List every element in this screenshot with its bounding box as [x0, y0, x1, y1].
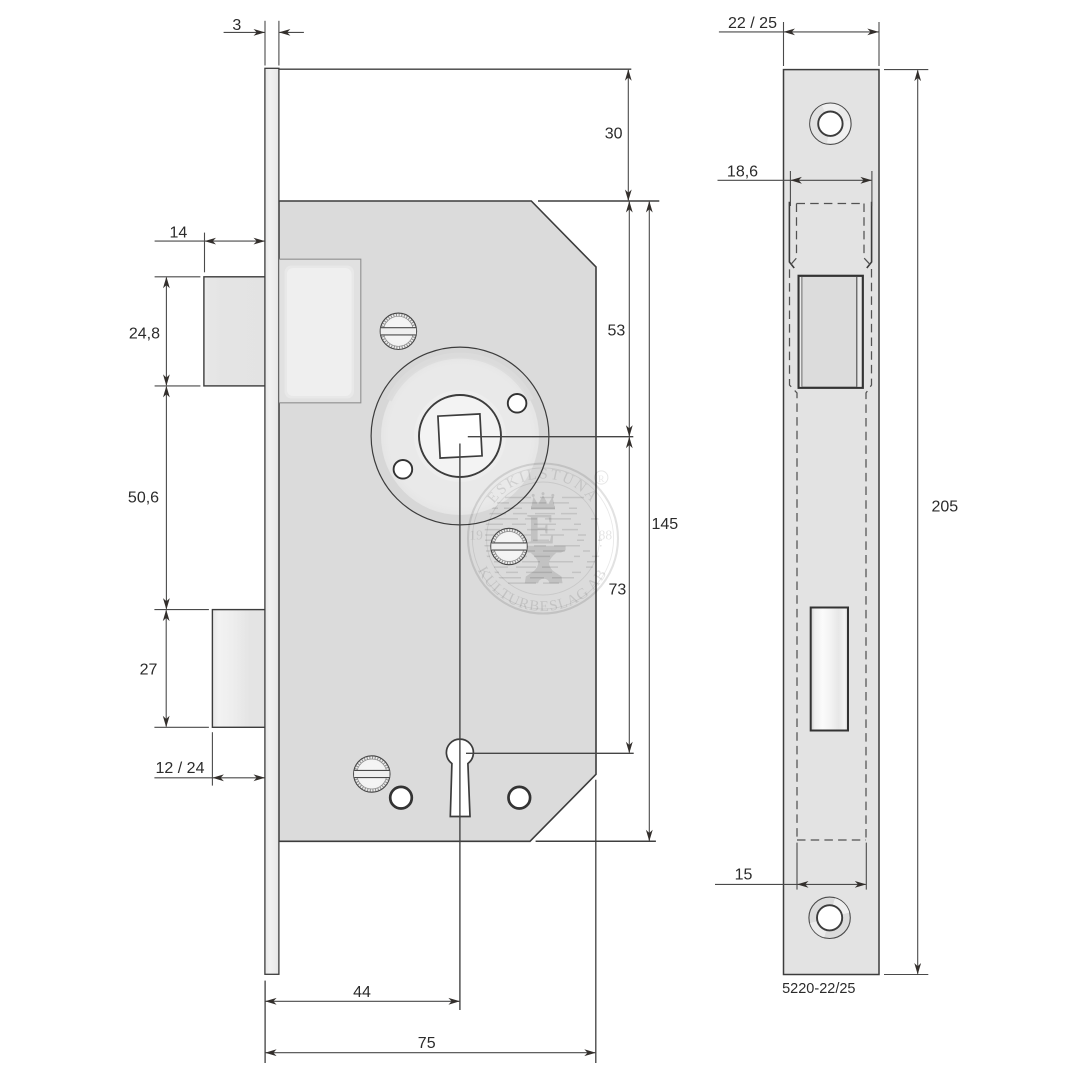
svg-text:53: 53 [608, 323, 626, 340]
svg-text:75: 75 [418, 1035, 436, 1052]
svg-text:205: 205 [932, 499, 959, 516]
svg-text:30: 30 [605, 126, 623, 143]
svg-text:73: 73 [609, 582, 627, 599]
svg-text:27: 27 [140, 662, 158, 679]
svg-text:18,6: 18,6 [727, 164, 758, 181]
svg-text:50,6: 50,6 [128, 490, 159, 507]
svg-text:145: 145 [652, 516, 679, 533]
svg-text:88: 88 [599, 528, 613, 543]
svg-text:E: E [527, 507, 556, 554]
svg-text:R: R [598, 475, 605, 485]
svg-text:5220-22/25: 5220-22/25 [782, 981, 855, 997]
svg-text:19: 19 [469, 528, 483, 543]
svg-text:12 / 24: 12 / 24 [156, 760, 205, 777]
svg-text:14: 14 [170, 225, 188, 242]
svg-text:44: 44 [353, 984, 371, 1001]
svg-text:22 / 25: 22 / 25 [728, 15, 777, 32]
svg-text:3: 3 [232, 17, 241, 34]
svg-text:24,8: 24,8 [129, 326, 160, 343]
svg-text:15: 15 [735, 867, 753, 884]
